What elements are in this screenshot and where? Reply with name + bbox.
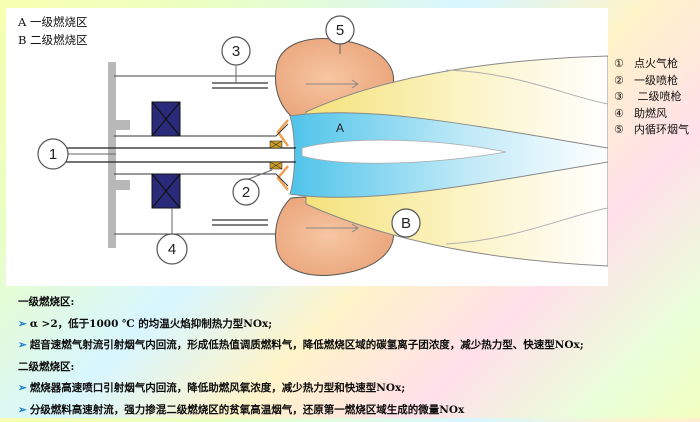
- note-heading-zone-b: 二级燃烧区:: [18, 360, 75, 373]
- note-item: ➢α >2，低于1000 ℃ 的均温火焰抑制热力型NOx;: [18, 317, 273, 330]
- flow-arrows: [306, 79, 359, 233]
- flange-top: [114, 120, 130, 130]
- note-heading-zone-a: 一级燃烧区:: [18, 296, 75, 308]
- callout-circle-5: [325, 15, 355, 45]
- ignition-gun: [58, 147, 296, 163]
- flame-label-b: B: [401, 215, 411, 232]
- flame-streak-2: [445, 207, 608, 245]
- callout-5: 5: [336, 22, 344, 39]
- note-item: ➢超音速燃气射流引射烟气内回流，形成低热值调质燃料气，降低燃烧区域的碳氢离子团浓…: [18, 339, 584, 352]
- flame-streak-1: [445, 69, 608, 105]
- callout-1: 1: [49, 146, 57, 163]
- flange-bottom: [114, 180, 130, 190]
- gun-tube: [114, 123, 289, 187]
- flame-core: [301, 139, 507, 164]
- swirler-vanes: [269, 140, 283, 170]
- flame-label-a: A: [336, 121, 344, 135]
- callout-2: 2: [242, 184, 250, 201]
- callout-circle-4: [156, 233, 188, 265]
- zone-a-label: A 一级燃烧区: [18, 15, 88, 29]
- air-damper-top: [151, 101, 181, 137]
- nozzle-ring-top: [276, 119, 290, 147]
- callout-circle-1: [37, 138, 69, 170]
- air-damper-bottom: [151, 173, 181, 209]
- diagram-panel: A 一级燃烧区 B 二级燃烧区: [6, 8, 608, 286]
- secondary-gun: [212, 82, 268, 226]
- leader-lines: [68, 44, 341, 234]
- wall-plate: [108, 62, 116, 248]
- note-item: ➢分级燃料高速射流，强力掺混二级燃烧区的贫氧高温烟气，还原第一燃烧区域生成的微量…: [18, 403, 465, 416]
- note-item: ➢燃烧器高速喷口引射烟气内回流，降低助燃风氧浓度，减少热力型和快速型NOx;: [18, 382, 406, 395]
- burner-diagram: 1 2 3 4 5 A B: [37, 15, 608, 276]
- zone-b-label: B 二级燃烧区: [18, 33, 88, 47]
- callout-4: 4: [168, 241, 176, 258]
- callout-3: 3: [232, 43, 240, 60]
- callout-circle-2: [232, 178, 260, 206]
- callout-circle-3: [221, 36, 251, 66]
- nozzle-ring-bottom: [276, 165, 289, 191]
- notes: 一级燃烧区: ➢α >2，低于1000 ℃ 的均温火焰抑制热力型NOx; ➢超音…: [18, 292, 693, 422]
- callout-circle-b: [391, 208, 421, 238]
- legend-item-secondary-gun: ③ 二级喷枪: [614, 90, 682, 103]
